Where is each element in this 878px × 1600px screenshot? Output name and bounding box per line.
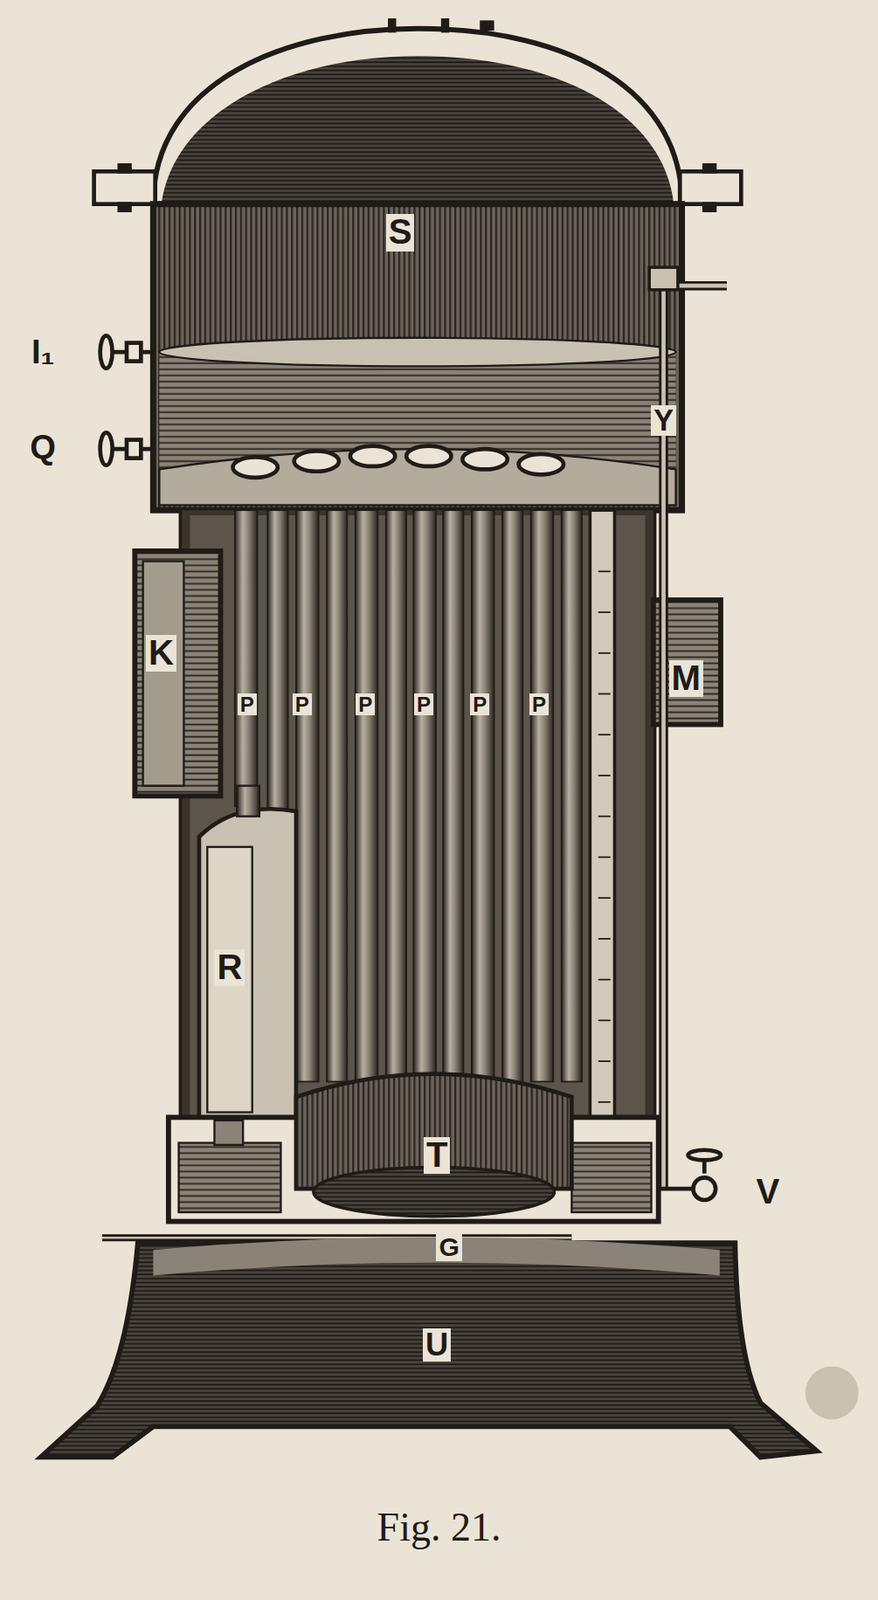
- figure-caption: Fig. 21.: [377, 1506, 502, 1551]
- part-label: K: [145, 635, 177, 672]
- part-label: P: [470, 693, 490, 716]
- part-label: T: [423, 1137, 451, 1175]
- part-label: P: [237, 693, 257, 716]
- part-label: V: [753, 1174, 782, 1211]
- part-label: Q: [27, 429, 59, 465]
- part-label: Y: [650, 405, 677, 437]
- part-label: R: [214, 949, 245, 987]
- part-label: S: [386, 214, 415, 251]
- part-label: P: [355, 693, 375, 716]
- part-label: G: [435, 1233, 462, 1262]
- part-label: U: [422, 1328, 451, 1362]
- part-label: M: [669, 660, 704, 698]
- part-label: P: [529, 693, 549, 716]
- part-label: P: [414, 693, 434, 716]
- part-label: P: [292, 693, 312, 716]
- part-label: I₁: [28, 334, 57, 370]
